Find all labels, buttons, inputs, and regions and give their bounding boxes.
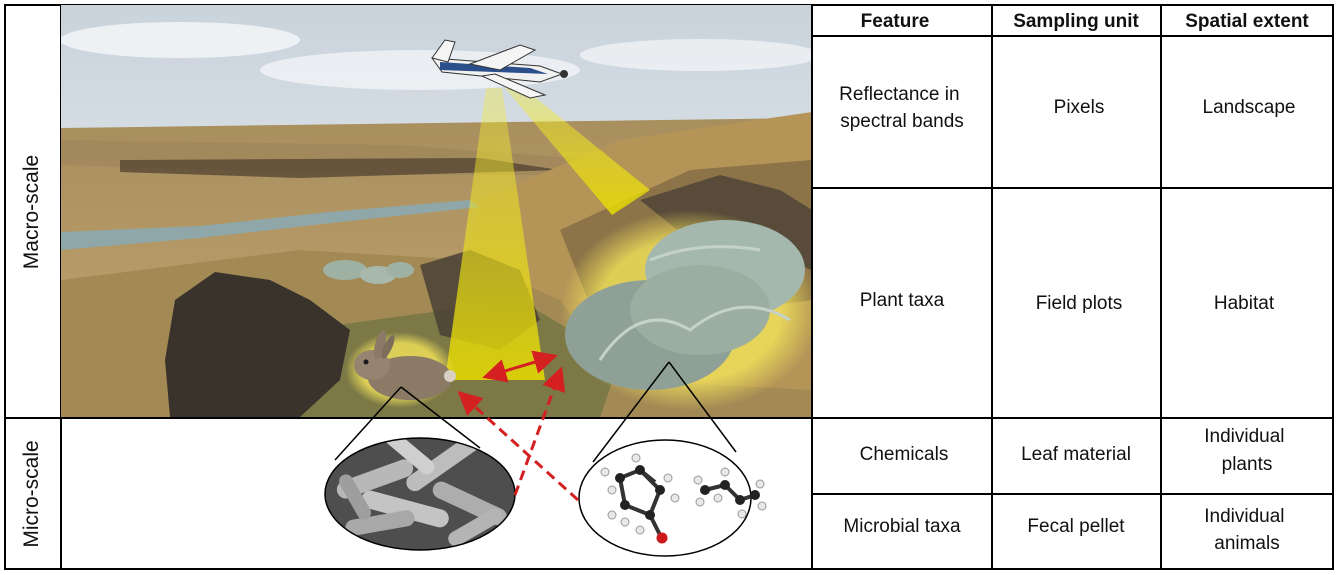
sensor-beam-secondary [505, 85, 650, 215]
sensor-beam [445, 88, 545, 380]
microbe-to-plant-arrow [513, 366, 566, 496]
landscape-photo [61, 5, 812, 417]
table-row-2-spatial-extent: Habitat [1214, 293, 1275, 314]
rabbit-icon [354, 330, 456, 400]
table-row-3-sampling-unit: Leaf material [1021, 444, 1131, 465]
bacteria-micrograph-icon [324, 437, 516, 551]
table-row-4-spatial-extent: Individual animals [1204, 506, 1290, 554]
table-row-1-feature: Reflectance in spectral bands [839, 84, 965, 132]
table-header-feature: Feature [861, 11, 930, 32]
molecule-icon [578, 439, 767, 557]
table-row-4-sampling-unit: Fecal pellet [1027, 516, 1125, 537]
micro-scale-label: Micro-scale [20, 440, 43, 547]
airplane-icon [430, 39, 568, 99]
table-row-2-sampling-unit: Field plots [1036, 293, 1123, 314]
table-row-3-feature: Chemicals [860, 444, 949, 465]
table-row-1-spatial-extent: Landscape [1203, 97, 1296, 118]
macro-scale-label: Macro-scale [20, 155, 43, 269]
chemical-to-rabbit-arrow [457, 390, 580, 502]
table-header-spatial-extent: Spatial extent [1185, 11, 1309, 32]
feature-table [811, 5, 1333, 569]
sagebrush-icon [565, 220, 805, 390]
rock-outcrop [165, 272, 350, 417]
table-row-1-sampling-unit: Pixels [1054, 97, 1105, 118]
table-header-sampling-unit: Sampling unit [1013, 11, 1139, 32]
table-row-2-feature: Plant taxa [860, 290, 945, 311]
table-row-3-spatial-extent: Individual plants [1204, 426, 1290, 475]
table-row-4-feature: Microbial taxa [843, 516, 961, 537]
interaction-arrow [482, 350, 558, 383]
small-sagebrush-icon [323, 260, 414, 284]
